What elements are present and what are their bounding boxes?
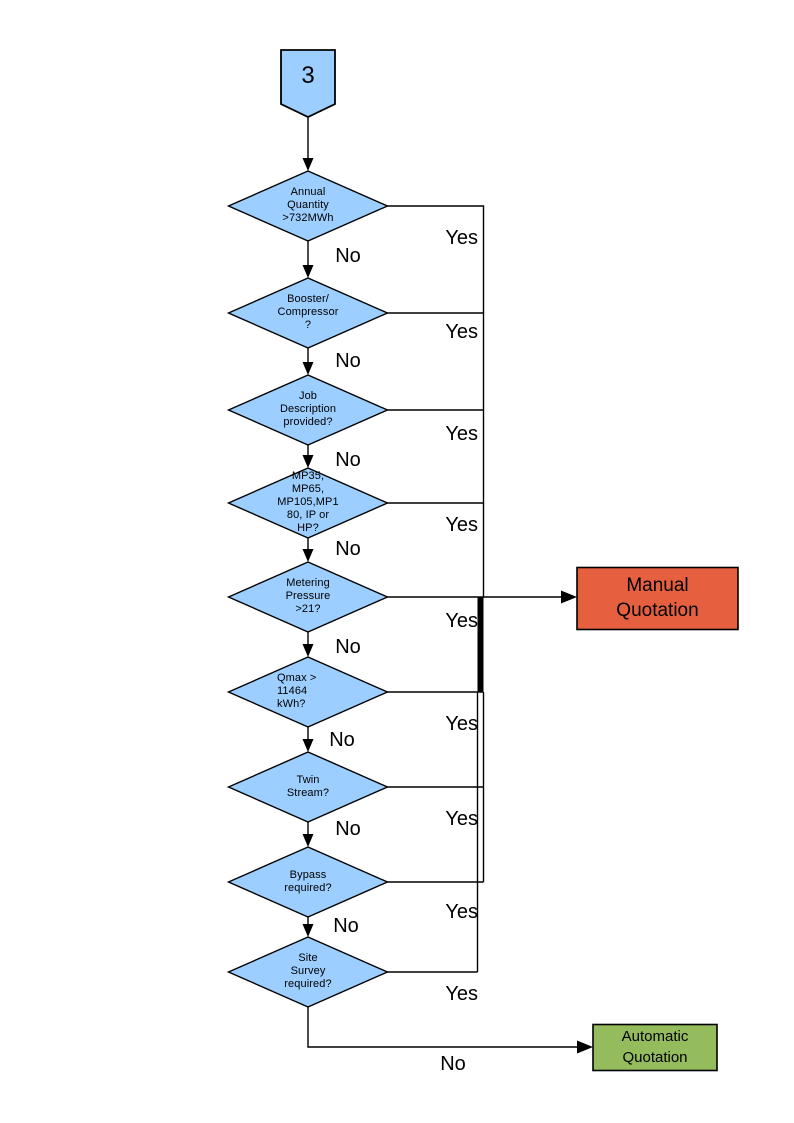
decision-twin-stream-label: Twin Stream? bbox=[286, 774, 330, 799]
no-label-2: No bbox=[335, 350, 361, 372]
arrowhead-down-icon bbox=[302, 739, 314, 752]
off-page-connector-label: 3 bbox=[301, 62, 315, 89]
decision-annual-quantity-label: Annual Quantity >732MWh bbox=[282, 186, 334, 224]
decision-meter-type-label: MP35, MP65, MP105,MP1 80, IP or HP? bbox=[277, 470, 339, 534]
no-branch-line bbox=[307, 1007, 577, 1048]
manual-quotation-label: Manual Quotation bbox=[616, 575, 699, 621]
yes-label-4: Yes bbox=[445, 514, 478, 536]
yes-label-7: Yes bbox=[445, 808, 478, 830]
arrowhead-down-icon bbox=[302, 834, 314, 847]
decision-qmax-label: Qmax > 11464 kWh? bbox=[277, 672, 317, 710]
no-label-5: No bbox=[335, 636, 361, 658]
yes-branch-line bbox=[387, 205, 485, 597]
no-label-6: No bbox=[329, 729, 355, 751]
yes-label-1: Yes bbox=[445, 227, 478, 249]
automatic-quotation-box bbox=[592, 1023, 718, 1072]
yes-label-8: Yes bbox=[445, 901, 478, 923]
yes-label-2: Yes bbox=[445, 321, 478, 343]
arrowhead-down-icon bbox=[302, 158, 314, 171]
arrowhead-right-icon bbox=[577, 1040, 593, 1054]
yes-label-5: Yes bbox=[445, 610, 478, 632]
decision-booster-compressor-label: Booster/ Compressor ? bbox=[277, 293, 339, 331]
no-label-1: No bbox=[335, 245, 361, 267]
no-label-8: No bbox=[333, 915, 359, 937]
manual-quotation-box bbox=[576, 566, 739, 631]
decision-metering-pressure-label: Metering Pressure >21? bbox=[285, 577, 331, 615]
arrowhead-down-icon bbox=[302, 644, 314, 657]
arrowhead-right-icon bbox=[561, 590, 577, 604]
no-label-7: No bbox=[335, 818, 361, 840]
yes-label-3: Yes bbox=[445, 423, 478, 445]
decision-site-survey-label: Site Survey required? bbox=[284, 952, 332, 990]
yes-label-6: Yes bbox=[445, 713, 478, 735]
decision-job-description-label: Job Description provided? bbox=[279, 390, 337, 428]
arrowhead-down-icon bbox=[302, 549, 314, 562]
arrowhead-down-icon bbox=[302, 924, 314, 937]
yes-label-9: Yes bbox=[445, 983, 478, 1005]
off-page-connector-shape bbox=[280, 49, 336, 118]
no-label-3: No bbox=[335, 449, 361, 471]
yes-trunk-thick-segment bbox=[477, 596, 484, 693]
decision-bypass-label: Bypass required? bbox=[284, 869, 332, 894]
no-label-4: No bbox=[335, 538, 361, 560]
automatic-quotation-label: Automatic Quotation bbox=[621, 1028, 689, 1066]
arrowhead-down-icon bbox=[302, 265, 314, 278]
arrowhead-down-icon bbox=[302, 455, 314, 468]
no-label-9: No bbox=[440, 1053, 466, 1075]
arrowhead-down-icon bbox=[302, 362, 314, 375]
